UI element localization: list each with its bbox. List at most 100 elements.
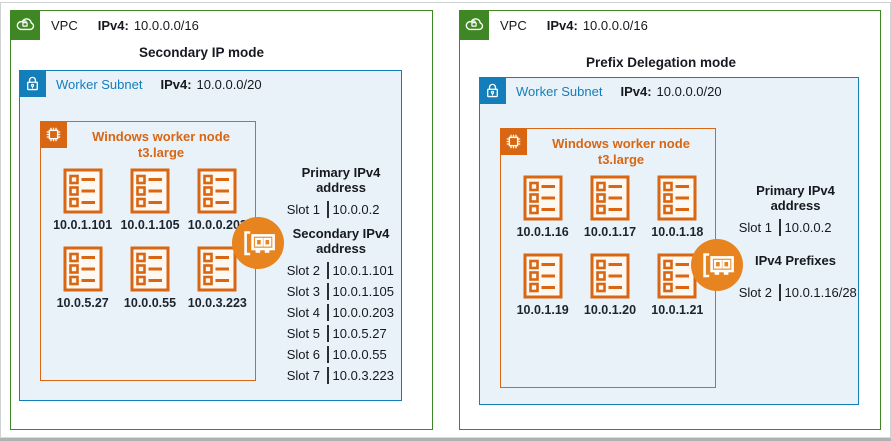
slot-table: Primary IPv4 address Slot 1 10.0.0.2 IPv… [718, 183, 873, 302]
pod-ip: 10.0.1.19 [516, 303, 569, 317]
pod-ip: 10.0.1.21 [651, 303, 704, 317]
slot-value: 10.0.5.27 [332, 325, 387, 341]
pod-list-icon [523, 175, 563, 221]
slot-section-header: IPv4 Prefixes [755, 253, 836, 268]
worker-node-name: Windows worker node [92, 129, 230, 144]
pod-ip: 10.0.0.55 [123, 296, 177, 310]
pod-ip: 10.0.5.27 [56, 296, 109, 310]
pod-item: 10.0.1.21 [644, 253, 711, 317]
subnet-label: Worker Subnet [56, 77, 143, 92]
vpc-cidr: 10.0.0.0/16 [133, 18, 199, 33]
slot-label: Slot 5 [286, 325, 320, 341]
slot-row: Slot 1 10.0.0.2 [718, 217, 873, 237]
slot-row: Slot 7 10.0.3.223 [266, 365, 416, 385]
pod-ip: 10.0.1.16 [516, 225, 569, 239]
pod-list-icon [590, 175, 630, 221]
compute-chip-icon [499, 127, 527, 155]
pod-list-icon [63, 246, 103, 292]
pod-list-icon [197, 246, 237, 292]
pod-item: 10.0.1.101 [49, 168, 116, 232]
slot-divider [327, 345, 329, 363]
pod-list-icon [63, 168, 103, 214]
slot-row: Slot 6 10.0.0.55 [266, 344, 416, 364]
vpc-panel-secondary-ip: VPC IPv4: 10.0.0.0/16 Secondary IP mode … [9, 9, 433, 430]
worker-subnet-box: Worker Subnet IPv4: 10.0.0.0/20 Windows … [478, 76, 859, 405]
vpc-panel-prefix-delegation: VPC IPv4: 10.0.0.0/16 Prefix Delegation … [458, 9, 881, 430]
slot-label: Slot 2 [738, 284, 772, 300]
slot-row: Slot 5 10.0.5.27 [266, 323, 416, 343]
pod-list-icon [657, 175, 697, 221]
slot-divider [327, 261, 329, 279]
vpc-cidr: 10.0.0.0/16 [582, 18, 648, 33]
slot-section-secondary: Secondary IPv4 address Slot 2 10.0.1.101… [266, 226, 416, 385]
slot-value: 10.0.0.203 [332, 304, 394, 320]
pod-ip: 10.0.1.20 [583, 303, 637, 317]
vpc-label: VPC [500, 18, 527, 33]
pod-item: 10.0.0.55 [116, 246, 183, 310]
worker-node-box: Windows worker node t3.large 10.0.1.101 … [39, 120, 256, 381]
subnet-label: Worker Subnet [516, 84, 603, 99]
pod-item: 10.0.0.203 [184, 168, 251, 232]
eni-network-interface-icon [691, 239, 743, 291]
vpc-ip-key: IPv4: [97, 18, 129, 33]
compute-chip-icon [39, 120, 67, 148]
slot-value: 10.0.1.16/28 [784, 284, 857, 300]
pod-ip: 10.0.1.101 [53, 218, 113, 232]
subnet-lock-icon [478, 76, 506, 104]
worker-node-instance-type: t3.large [137, 145, 185, 160]
slot-divider [327, 324, 329, 342]
pod-item: 10.0.1.18 [644, 175, 711, 239]
pod-ip: 10.0.3.223 [187, 296, 247, 310]
slot-label: Slot 1 [286, 201, 320, 217]
subnet-cidr: 10.0.0.0/20 [656, 84, 722, 99]
subnet-header: Worker Subnet IPv4: 10.0.0.0/20 [516, 84, 722, 99]
mode-title: Prefix Delegation mode [585, 55, 737, 70]
slot-label: Slot 3 [286, 283, 320, 299]
pod-item: 10.0.3.223 [184, 246, 251, 310]
pod-item: 10.0.1.20 [576, 253, 643, 317]
subnet-ip-key: IPv4: [160, 77, 192, 92]
slot-divider [327, 366, 329, 384]
vpc-header: VPC IPv4: 10.0.0.0/16 [51, 18, 199, 33]
slot-row: Slot 2 10.0.1.16/28 [718, 282, 873, 302]
eni-network-interface-icon [232, 217, 284, 269]
slot-value: 10.0.1.101 [332, 262, 394, 278]
vpc-label: VPC [51, 18, 78, 33]
mode-title: Secondary IP mode [138, 45, 265, 60]
pod-list-icon [590, 253, 630, 299]
pod-list-icon [197, 168, 237, 214]
pod-ip-grid: 10.0.1.16 10.0.1.17 10.0.1.18 10.0.1.19 [509, 175, 711, 317]
pod-ip: 10.0.1.17 [583, 225, 637, 239]
pod-list-icon [523, 253, 563, 299]
worker-subnet-box: Worker Subnet IPv4: 10.0.0.0/20 Windows … [18, 69, 402, 401]
slot-section-primary: Primary IPv4 address Slot 1 10.0.0.2 [718, 183, 873, 237]
window-left-edge [0, 2, 1, 441]
slot-row: Slot 1 10.0.0.2 [266, 199, 416, 219]
slot-section-header: Primary IPv4 address [756, 183, 835, 213]
slot-divider [779, 283, 781, 301]
slot-value: 10.0.0.2 [784, 219, 832, 235]
slot-value: 10.0.0.55 [332, 346, 387, 362]
slot-divider [779, 218, 781, 236]
worker-node-title: Windows worker node t3.large [41, 122, 255, 161]
slot-row: Slot 4 10.0.0.203 [266, 302, 416, 322]
pod-item: 10.0.1.105 [116, 168, 183, 232]
slot-value: 10.0.3.223 [332, 367, 394, 383]
pod-item: 10.0.1.19 [509, 253, 576, 317]
pod-item: 10.0.1.16 [509, 175, 576, 239]
slot-row: Slot 2 10.0.1.101 [266, 260, 416, 280]
slot-row: Slot 3 10.0.1.105 [266, 281, 416, 301]
vpc-ip-key: IPv4: [546, 18, 578, 33]
pod-ip: 10.0.0.203 [187, 218, 247, 232]
slot-value: 10.0.0.2 [332, 201, 380, 217]
slot-label: Slot 6 [286, 346, 320, 362]
pod-item: 10.0.1.17 [576, 175, 643, 239]
pod-list-icon [130, 168, 170, 214]
vpc-cloud-icon [9, 9, 40, 40]
pod-ip: 10.0.1.18 [651, 225, 704, 239]
pod-item: 10.0.5.27 [49, 246, 116, 310]
slot-divider [327, 282, 329, 300]
slot-section-primary: Primary IPv4 address Slot 1 10.0.0.2 [266, 165, 416, 219]
slot-section-prefixes: IPv4 Prefixes Slot 2 10.0.1.16/28 [718, 253, 873, 302]
